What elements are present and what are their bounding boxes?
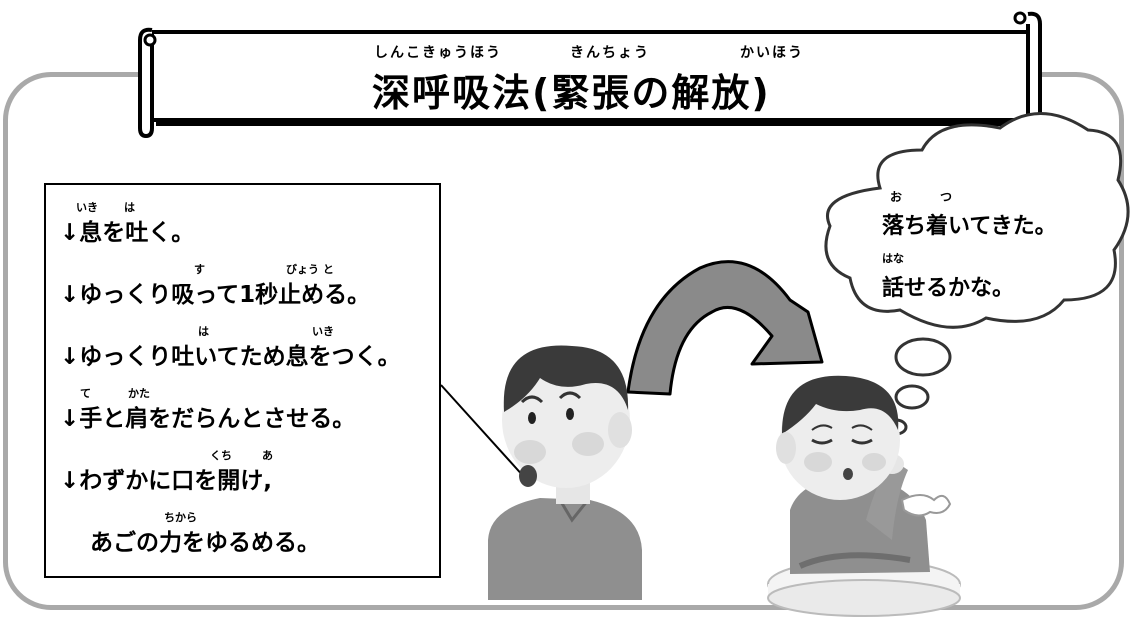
- step-3: ↓ゆっくり吐いてため息をつく。: [60, 344, 401, 370]
- bubble-ruby-b: つ: [940, 190, 953, 204]
- step3-ruby-a: は: [198, 325, 209, 338]
- step-4: ↓手と肩をだらんとさせる。: [60, 406, 356, 432]
- bubble-ruby-c: はな: [882, 252, 904, 265]
- bubble-ruby-a: お: [890, 190, 903, 204]
- step-6: あごの力をゆるめる。: [90, 530, 320, 556]
- title-ruby-2: きんちょう: [570, 45, 650, 61]
- step4-ruby-b: かた: [128, 387, 150, 400]
- step5-ruby-a: くち: [210, 449, 232, 462]
- steps-box: いき は ↓息を吐く。 す びょう と ↓ゆっくり吸って1秒止める。 は いき …: [44, 183, 441, 578]
- step5-ruby-b: あ: [262, 449, 273, 462]
- page-title: 深呼吸法(緊張の解放): [372, 71, 771, 115]
- title-ruby-1: しんこきゅうほう: [374, 45, 502, 61]
- step4-ruby-a: て: [80, 387, 91, 400]
- step1-ruby-a: いき: [76, 201, 98, 214]
- bubble-line-1: 落ち着いてきた。: [882, 214, 1057, 239]
- step3-ruby-b: いき: [312, 325, 334, 338]
- step2-ruby-b: びょう と: [286, 263, 334, 276]
- step-5: ↓わずかに口を開け,: [60, 468, 273, 494]
- title-ruby-3: かいほう: [740, 45, 804, 61]
- bubble-line-2: 話せるかな。: [882, 276, 1015, 301]
- step2-ruby-a: す: [194, 263, 205, 276]
- step6-ruby-a: ちから: [164, 511, 197, 524]
- step-1: ↓息を吐く。: [60, 220, 195, 246]
- step1-ruby-b: は: [124, 201, 135, 214]
- step-2: ↓ゆっくり吸って1秒止める。: [60, 282, 371, 308]
